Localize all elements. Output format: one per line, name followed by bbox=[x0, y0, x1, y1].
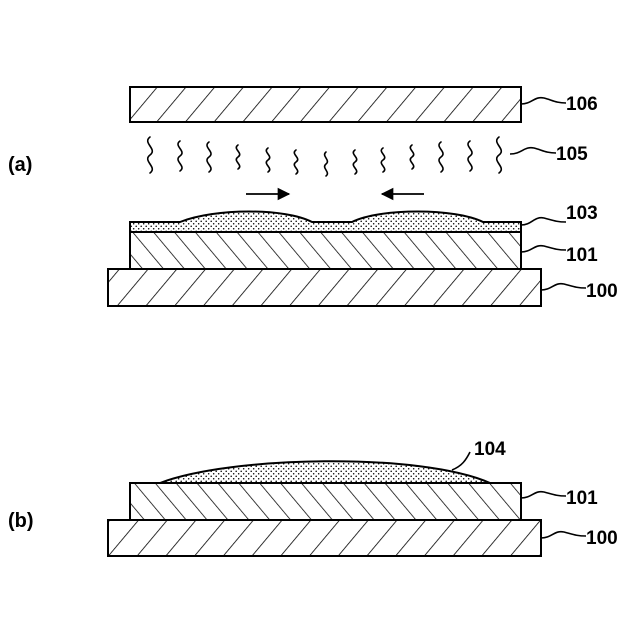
substrate-100-b-hatch bbox=[108, 520, 541, 556]
leader-100-a bbox=[541, 284, 586, 290]
substrate-100-a-hatch bbox=[108, 269, 541, 306]
layer-101-b bbox=[130, 483, 521, 520]
vapor-105 bbox=[148, 137, 502, 176]
label-101-a: 101 bbox=[566, 245, 598, 266]
leader-104 bbox=[452, 452, 470, 470]
wavy-line-icon bbox=[325, 152, 328, 176]
panel-b: (b) 104 101 100 bbox=[8, 439, 618, 556]
leader-101-a bbox=[521, 246, 566, 252]
panel-b-label: (b) bbox=[8, 510, 34, 532]
label-105: 105 bbox=[556, 144, 588, 165]
plate-106 bbox=[130, 87, 521, 122]
panel-a-label: (a) bbox=[8, 154, 32, 176]
wavy-line-icon bbox=[207, 142, 211, 172]
leader-103 bbox=[521, 218, 566, 225]
label-100-a: 100 bbox=[586, 281, 618, 302]
layer-101-b-hatch bbox=[130, 483, 521, 520]
leader-101-b bbox=[521, 492, 566, 498]
leader-105 bbox=[510, 148, 556, 154]
label-103: 103 bbox=[566, 203, 598, 224]
label-101-b: 101 bbox=[566, 488, 598, 509]
wavy-line-icon bbox=[353, 150, 356, 174]
wavy-line-icon bbox=[266, 148, 269, 172]
leader-106 bbox=[521, 98, 566, 104]
wavy-line-icon bbox=[178, 141, 182, 171]
wavy-line-icon bbox=[236, 145, 239, 169]
label-104: 104 bbox=[474, 439, 506, 460]
wavy-line-icon bbox=[439, 142, 443, 172]
layer-104 bbox=[160, 461, 490, 483]
plate-106-hatch bbox=[130, 87, 521, 122]
label-106: 106 bbox=[566, 94, 598, 115]
leader-100-b bbox=[541, 532, 586, 538]
wavy-line-icon bbox=[468, 141, 472, 171]
substrate-100-b bbox=[108, 520, 541, 556]
wavy-line-icon bbox=[497, 137, 502, 173]
layer-101-a bbox=[130, 232, 521, 269]
wavy-line-icon bbox=[294, 150, 297, 174]
wavy-line-icon bbox=[148, 137, 153, 173]
layer-104-fill bbox=[160, 461, 490, 483]
panel-a: (a) 106 105 bbox=[8, 87, 618, 306]
layer-103 bbox=[130, 212, 521, 233]
layer-101-a-hatch bbox=[130, 232, 521, 269]
wavy-line-icon bbox=[410, 145, 413, 169]
label-100-b: 100 bbox=[586, 528, 618, 549]
wavy-line-icon bbox=[381, 148, 384, 172]
substrate-100-a bbox=[108, 269, 541, 306]
